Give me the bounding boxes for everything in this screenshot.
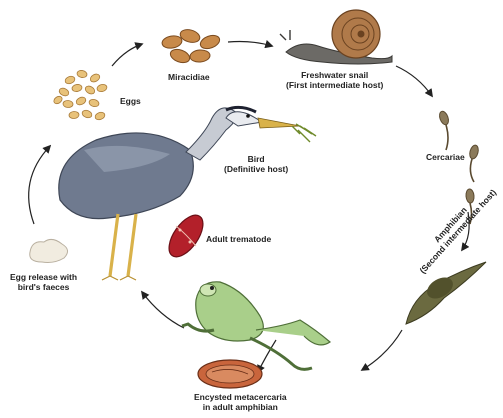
tadpole-illustration <box>406 262 486 324</box>
metacercaria-cyst-illustration <box>198 360 262 388</box>
arrow-miracidiae-to-snail <box>228 42 272 47</box>
label-freshwater-snail: Freshwater snail (First intermediate hos… <box>286 70 383 90</box>
label-encysted-metacercaria: Encysted metacercaria in adult amphibian <box>194 392 287 412</box>
prey-in-beak-illustration <box>292 124 316 142</box>
frog-illustration <box>182 282 330 370</box>
label-egg-release: Egg release with bird's faeces <box>10 272 77 292</box>
miracidiae-illustration <box>161 28 221 65</box>
feces-illustration <box>30 239 68 262</box>
label-cercariae: Cercariae <box>426 152 465 162</box>
eggs-illustration <box>52 70 107 121</box>
arrow-metacercaria-to-bird <box>142 292 184 328</box>
snail-illustration <box>280 10 392 64</box>
label-bird: Bird (Definitive host) <box>224 154 288 174</box>
adult-trematode-illustration <box>162 209 209 262</box>
label-adult-trematode: Adult trematode <box>206 234 271 244</box>
arrow-eggs-to-miracidiae <box>112 44 142 66</box>
label-miracidiae: Miracidiae <box>168 72 210 82</box>
arrow-feces-to-eggs <box>29 146 50 224</box>
arrow-snail-to-cercariae <box>396 66 432 96</box>
arrow-amphibian-to-metacercaria <box>362 330 402 370</box>
label-eggs: Eggs <box>120 96 141 106</box>
